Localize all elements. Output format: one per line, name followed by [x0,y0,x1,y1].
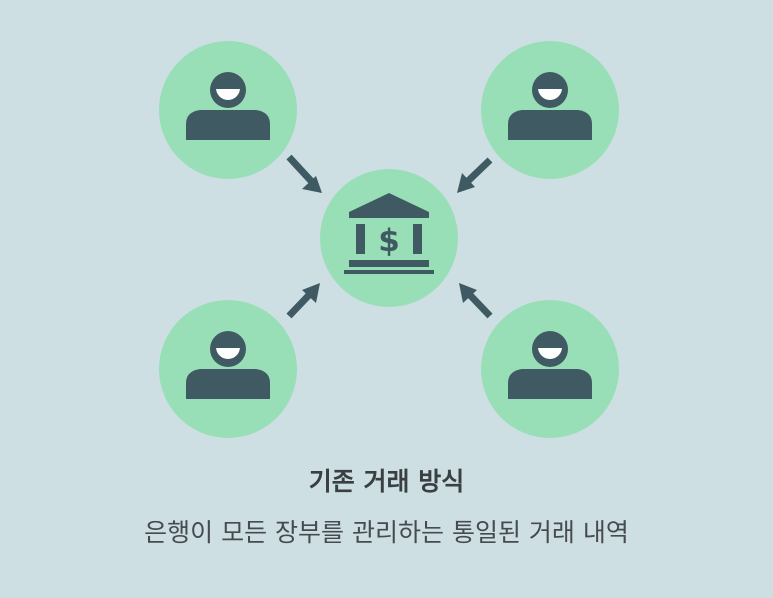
dollar-sign: $ [378,223,400,259]
arrow-top-left [286,154,322,193]
diagram-title: 기존 거래 방식 [308,467,465,496]
bank-node: $ [320,169,458,307]
arrow-bottom-left [286,283,320,319]
centralized-ledger-diagram: $ [159,41,619,438]
user-node-bottom-left [159,300,297,438]
user-node-top-right [481,41,619,179]
user-node-bottom-right [481,300,619,438]
user-node-top-left [159,41,297,179]
diagram-subtitle: 은행이 모든 장부를 관리하는 통일된 거래 내역 [144,518,629,547]
bank-icon: $ [344,193,434,274]
arrow-top-right [457,157,493,193]
arrow-bottom-right [459,283,493,319]
